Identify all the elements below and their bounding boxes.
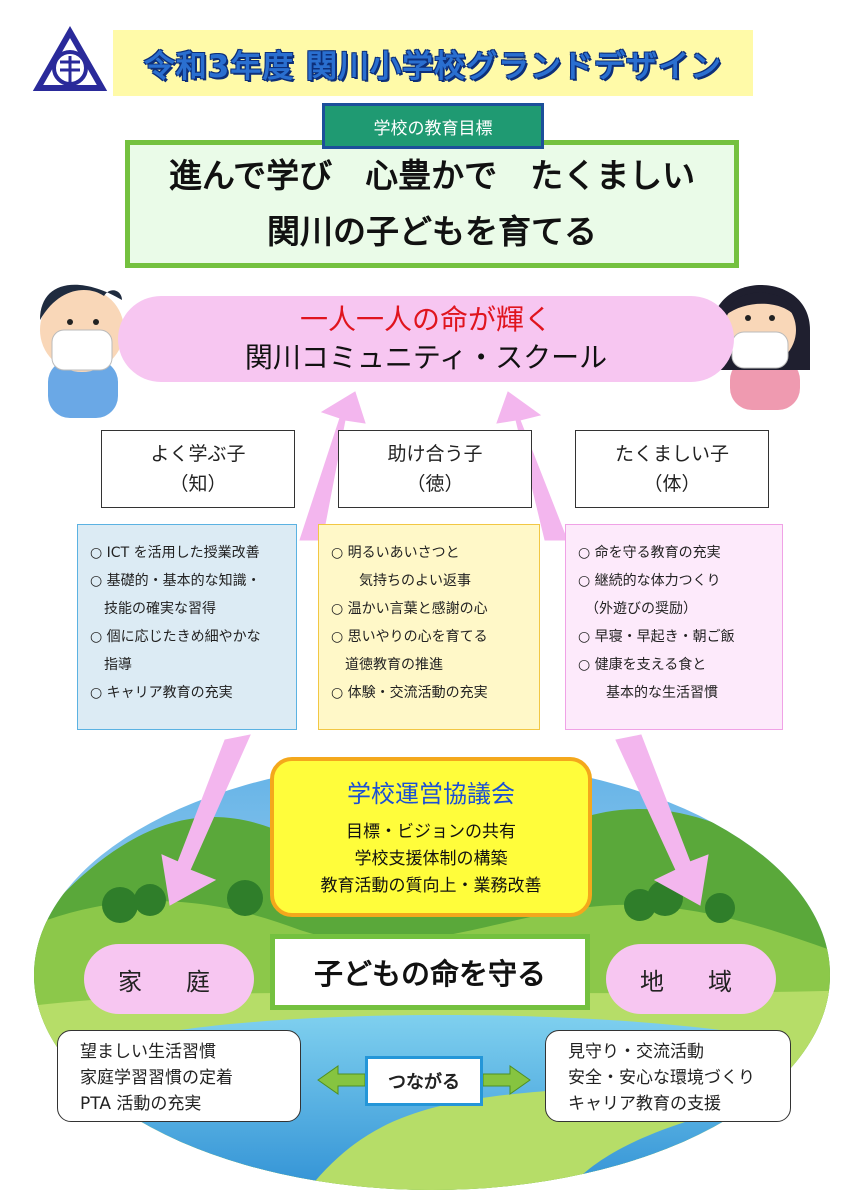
list-item: ○ 温かい言葉と感謝の心 [331, 601, 488, 617]
home-oval: 家 庭 [84, 944, 254, 1014]
community-box: 見守り・交流活動 安全・安心な環境づくり キャリア教育の支援 [545, 1030, 791, 1122]
list-item: ○ 思いやりの心を育てる [331, 629, 488, 645]
list-item: ○ キャリア教育の充実 [90, 685, 233, 701]
list-item: PTA 活動の充実 [80, 1094, 202, 1114]
pillar-virtue: 助け合う子 （徳） [338, 430, 532, 508]
list-item: ○ 継続的な体力つくり [578, 573, 721, 589]
list-item: ○ 早寝・早起き・朝ご飯 [578, 629, 735, 645]
pillar-sub: （知） [169, 473, 227, 495]
body-list: ○ 命を守る教育の充実 ○ 継続的な体力つくり （外遊びの奨励） ○ 早寝・早起… [565, 524, 783, 730]
list-item: 道徳教育の推進 [331, 657, 443, 673]
virtue-list: ○ 明るいあいさつと 気持ちのよい返事 ○ 温かい言葉と感謝の心 ○ 思いやりの… [318, 524, 540, 730]
pillar-sub: （体） [643, 473, 701, 495]
knowledge-list: ○ ICT を活用した授業改善 ○ 基礎的・基本的な知識・ 技能の確実な習得 ○… [77, 524, 297, 730]
motto-banner: 一人一人の命が輝く 関川コミュニティ・スクール [118, 296, 734, 382]
pillar-body: たくましい子 （体） [575, 430, 769, 508]
pillar-knowledge: よく学ぶ子 （知） [101, 430, 295, 508]
list-item: ○ 基礎的・基本的な知識・ [90, 573, 261, 589]
protect-children-box: 子どもの命を守る [270, 934, 590, 1010]
list-item: キャリア教育の支援 [568, 1094, 721, 1114]
list-item: ○ 健康を支える食と [578, 657, 707, 673]
list-item: 安全・安心な環境づくり [568, 1068, 755, 1088]
education-goal-line2: 関川の子どもを育てる [267, 212, 597, 251]
school-council-box: 学校運営協議会 目標・ビジョンの共有 学校支援体制の構築 教育活動の質向上・業務… [270, 757, 592, 917]
connect-label: つながる [365, 1056, 483, 1106]
list-item: 見守り・交流活動 [568, 1042, 704, 1062]
list-item: ○ ICT を活用した授業改善 [90, 545, 260, 561]
pillar-sub: （徳） [406, 473, 464, 495]
community-oval: 地 域 [606, 944, 776, 1014]
list-item: 家庭学習習慣の定着 [80, 1068, 233, 1088]
list-item: 技能の確実な習得 [90, 601, 216, 617]
list-item: 望ましい生活習慣 [80, 1042, 216, 1062]
council-item: 学校支援体制の構築 [354, 849, 508, 869]
council-item: 目標・ビジョンの共有 [346, 822, 516, 842]
list-item: ○ 個に応じたきめ細やかな [90, 629, 261, 645]
pillar-title: よく学ぶ子 [150, 443, 246, 465]
council-item: 教育活動の質向上・業務改善 [320, 876, 542, 896]
education-goal-box: 進んで学び 心豊かで たくましい 関川の子どもを育てる [125, 140, 739, 268]
list-item: ○ 明るいあいさつと [331, 545, 460, 561]
education-goal-label: 学校の教育目標 [322, 103, 544, 149]
school-emblem-icon [32, 25, 108, 91]
pillar-title: 助け合う子 [387, 443, 483, 465]
pillar-title: たくましい子 [614, 443, 729, 465]
home-box: 望ましい生活習慣 家庭学習習慣の定着 PTA 活動の充実 [57, 1030, 301, 1122]
motto-line1: 一人一人の命が輝く [299, 303, 552, 336]
list-item: 指導 [90, 657, 132, 673]
motto-line2: 関川コミュニティ・スクール [244, 341, 608, 374]
list-item: 基本的な生活習慣 [578, 685, 718, 701]
girl-mask-illustration [712, 285, 810, 410]
list-item: ○ 命を守る教育の充実 [578, 545, 721, 561]
list-item: （外遊びの奨励） [578, 601, 697, 617]
education-goal-line1: 進んで学び 心豊かで たくましい [168, 156, 696, 195]
boy-mask-illustration [40, 284, 124, 418]
page-title: 令和3年度 関川小学校グランドデザイン [113, 30, 753, 96]
list-item: 気持ちのよい返事 [331, 573, 471, 589]
council-title: 学校運営協議会 [347, 780, 515, 808]
list-item: ○ 体験・交流活動の充実 [331, 685, 488, 701]
